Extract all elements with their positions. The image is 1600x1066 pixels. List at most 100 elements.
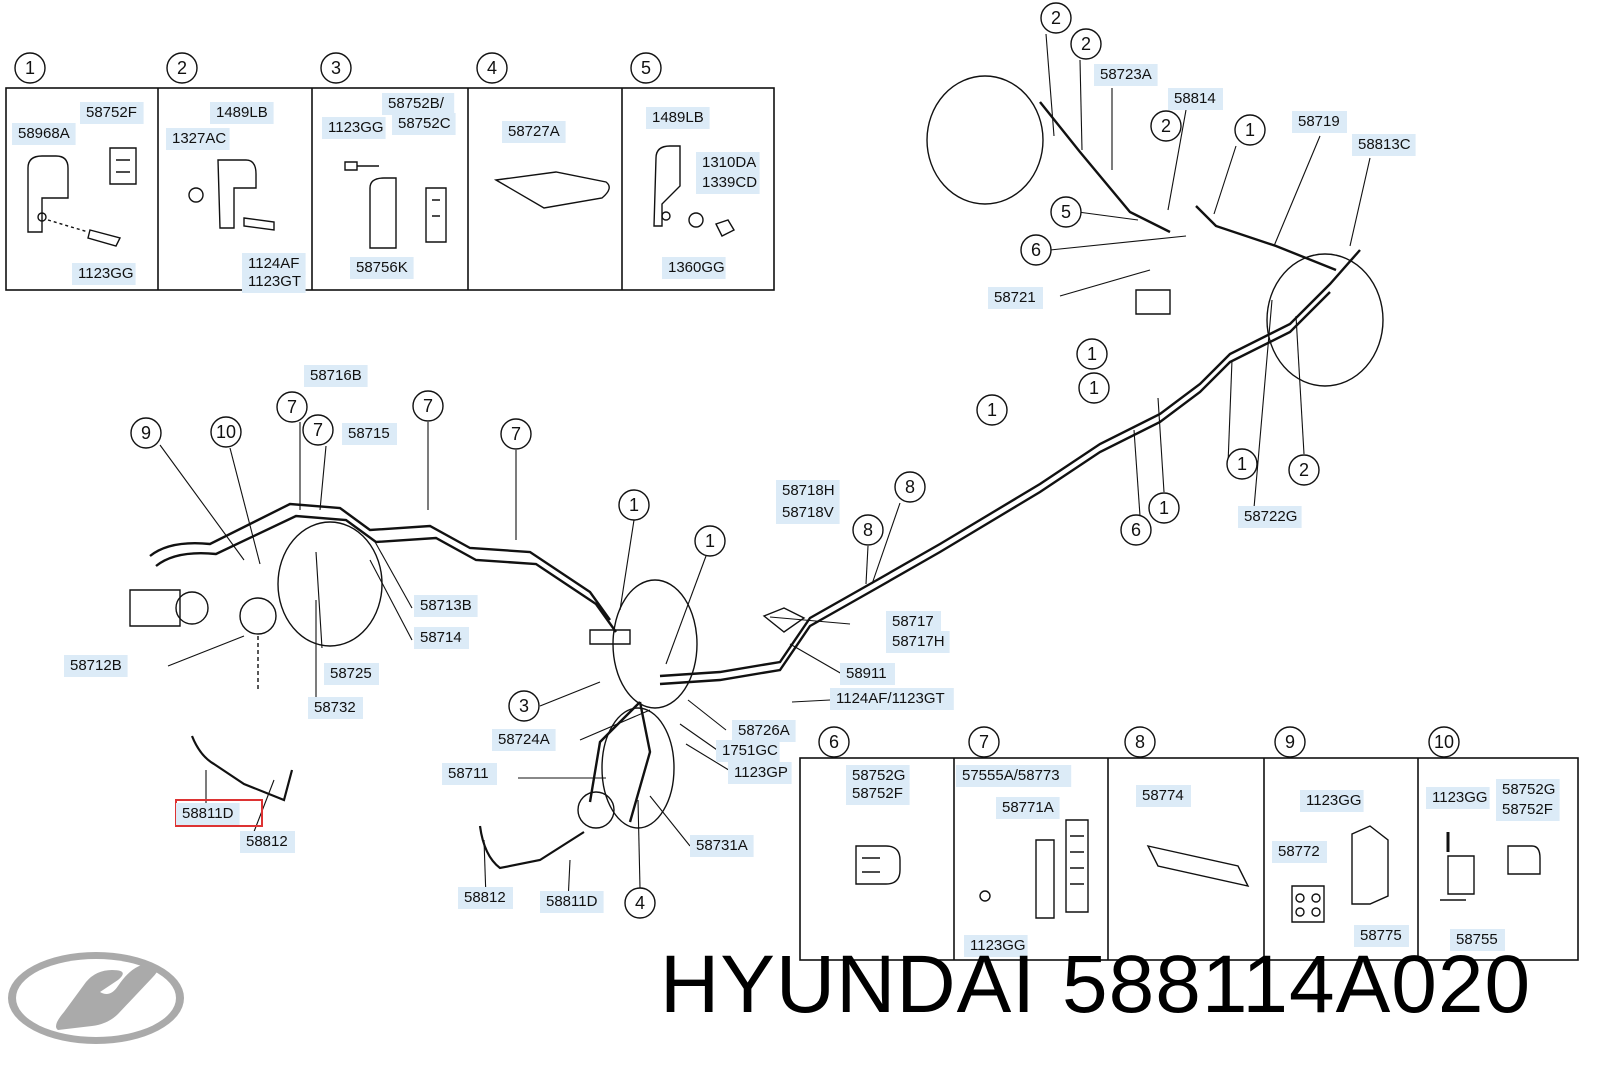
leader-line [1349,157,1371,247]
leader-line [1079,59,1083,151]
label-bg [442,763,497,785]
leader-line [579,709,651,741]
inset-part-sketches [27,145,1541,923]
label-bg [12,123,76,145]
leader-line [1059,269,1151,297]
brake-discs [129,75,1384,829]
leader-line [637,799,641,889]
leader-line [1049,235,1187,251]
leader-line [159,444,245,561]
callout-circle [1150,110,1182,142]
part-label: 58911 [846,665,887,682]
label-bg [696,172,760,194]
callout-number: 1 [1237,454,1247,474]
callout-number: 8 [905,477,915,497]
label-bg [830,688,954,710]
callout-circle [1050,196,1082,228]
callout-circle [976,394,1008,426]
label-bg [964,935,1028,957]
part-label: 58813C [1358,136,1411,153]
callout-circle [1070,28,1102,60]
leader-line [229,447,261,565]
callout-circle [1120,514,1152,546]
inset-part-label: 58774 [1142,787,1184,804]
label-bg [732,720,796,742]
inset-part-label: 1360GG [668,259,725,276]
label-bg [728,762,792,784]
part-label: 58719 [1298,113,1340,130]
callout-number: 9 [141,423,151,443]
part-label: 58732 [314,699,356,716]
leader-line [1133,429,1141,517]
callout-number: 7 [423,396,433,416]
inset-part-label: 58756K [356,259,408,276]
callout-number: 10 [216,422,236,442]
callout-number: 1 [705,531,715,551]
inset-part-label: 1123GG [328,119,384,136]
label-bg [646,107,710,129]
label-bg [776,480,840,502]
label-bg [1450,929,1505,951]
leader-line [1077,211,1139,221]
label-bg [414,595,478,617]
label-bg [886,631,950,653]
label-bg [242,253,306,275]
leader-line [649,795,691,847]
label-bg [210,102,274,124]
callout-circle [412,390,444,422]
inset-part-label: 58752G [1502,781,1555,798]
inset-number: 8 [1135,732,1145,752]
inset-part-label: 58752B/ [388,95,445,112]
leader-line [687,699,727,731]
inset-part-label: 58752F [1502,801,1553,818]
brand-name: HYUNDAI [660,939,1037,1030]
part-label: 58724A [498,731,550,748]
label-bg [1238,506,1302,528]
inset-part-label: 1123GG [1306,792,1362,809]
callout-number: 6 [1031,240,1041,260]
label-bg [392,113,456,135]
label-bg [458,887,513,909]
callout-number: 7 [511,424,521,444]
callout-circle [302,414,334,446]
part-label: 58812 [464,889,506,906]
leader-line [539,681,601,707]
callout-circle [1148,492,1180,524]
label-bg [1094,64,1158,86]
callout-number: 8 [863,520,873,540]
label-bg [840,663,895,685]
label-bg [996,797,1060,819]
label-bg [382,93,455,115]
label-bg [176,803,240,825]
inset-number: 7 [979,732,989,752]
part-label: 58726A [738,722,790,739]
leader-line [1227,359,1233,465]
inset-part-label: 1339CD [702,174,757,191]
inset-number: 3 [331,58,341,78]
callout-circle [508,690,540,722]
part-label: 58718H [782,482,835,499]
part-label: 58723A [1100,66,1152,83]
inset-part-label: 58752F [86,104,137,121]
callout-number: 1 [1089,378,1099,398]
callout-circle [1226,448,1258,480]
callout-circle [276,391,308,423]
leader-line [1273,135,1321,247]
leader-line [167,635,245,667]
inset-number: 2 [177,58,187,78]
leader-line [1157,397,1165,493]
part-label: 58722G [1244,508,1297,525]
callout-number: 6 [1131,520,1141,540]
leader-line [315,551,323,649]
callout-number: 2 [1081,34,1091,54]
part-number-labels: 58752F58968A1123GG1489LB1327AC1124AF1123… [12,64,1560,957]
leader-line [789,643,843,675]
callout-number: 7 [287,397,297,417]
label-bg [242,271,306,293]
callout-circle [630,52,662,84]
callout-circle [624,887,656,919]
inset-number: 4 [487,58,497,78]
inset-part-label: 58775 [1360,927,1402,944]
